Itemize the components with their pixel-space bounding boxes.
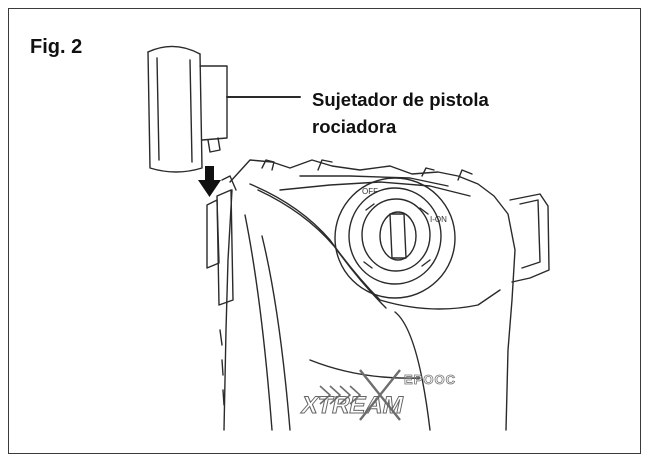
callout-label: Sujetador de pistola rociadora (312, 86, 489, 140)
brand-logo-text: XTREAM (299, 392, 406, 419)
pressure-dial (334, 177, 456, 299)
spray-gun-holder (147, 45, 228, 173)
figure-frame (8, 8, 641, 454)
down-arrow-icon (198, 166, 221, 197)
brand-logo: EPOOC XTREAM (298, 369, 456, 421)
side-handle (509, 193, 550, 283)
model-logo-text: EPOOC (404, 372, 456, 387)
dial-mark-on: I-ON (430, 215, 447, 224)
washer-body (206, 159, 516, 431)
callout-line-2: rociadora (312, 116, 397, 137)
figure-label: Fig. 2 (30, 36, 83, 58)
dial-mark-off: OFF (362, 187, 378, 196)
callout-line-1: Sujetador de pistola (312, 89, 489, 110)
